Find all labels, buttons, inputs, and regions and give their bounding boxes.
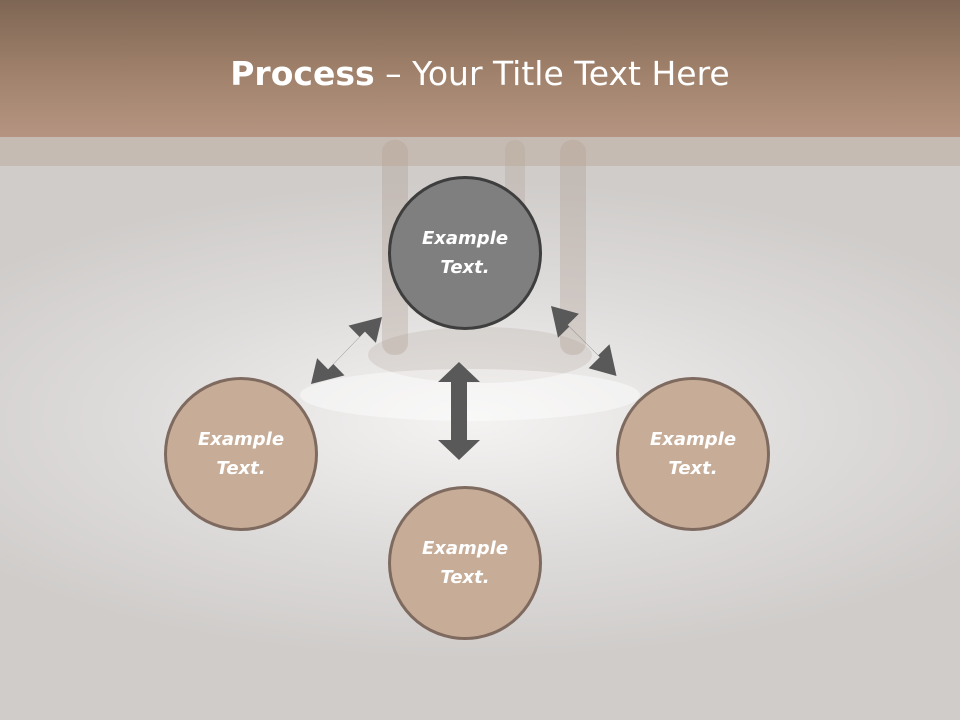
process-node-bottom: Example Text. [388, 486, 542, 640]
process-node-right: Example Text. [616, 377, 770, 531]
process-node-left: Example Text. [164, 377, 318, 531]
header-band [0, 137, 960, 166]
node-left-label: Example Text. [197, 429, 285, 479]
title-rest: – Your Title Text Here [374, 54, 730, 93]
title-header-bar [0, 0, 960, 137]
title-bold: Process [230, 54, 375, 93]
double-arrow-vertical [438, 362, 480, 460]
double-arrow-top-right [551, 306, 617, 376]
node-right-label: Example Text. [649, 429, 737, 479]
node-bottom-label: Example Text. [421, 538, 509, 588]
slide-title: Process – Your Title Text Here [0, 52, 960, 96]
double-arrow-top-left [311, 317, 382, 384]
node-top-label: Example Text. [421, 228, 509, 278]
process-node-top: Example Text. [388, 176, 542, 330]
